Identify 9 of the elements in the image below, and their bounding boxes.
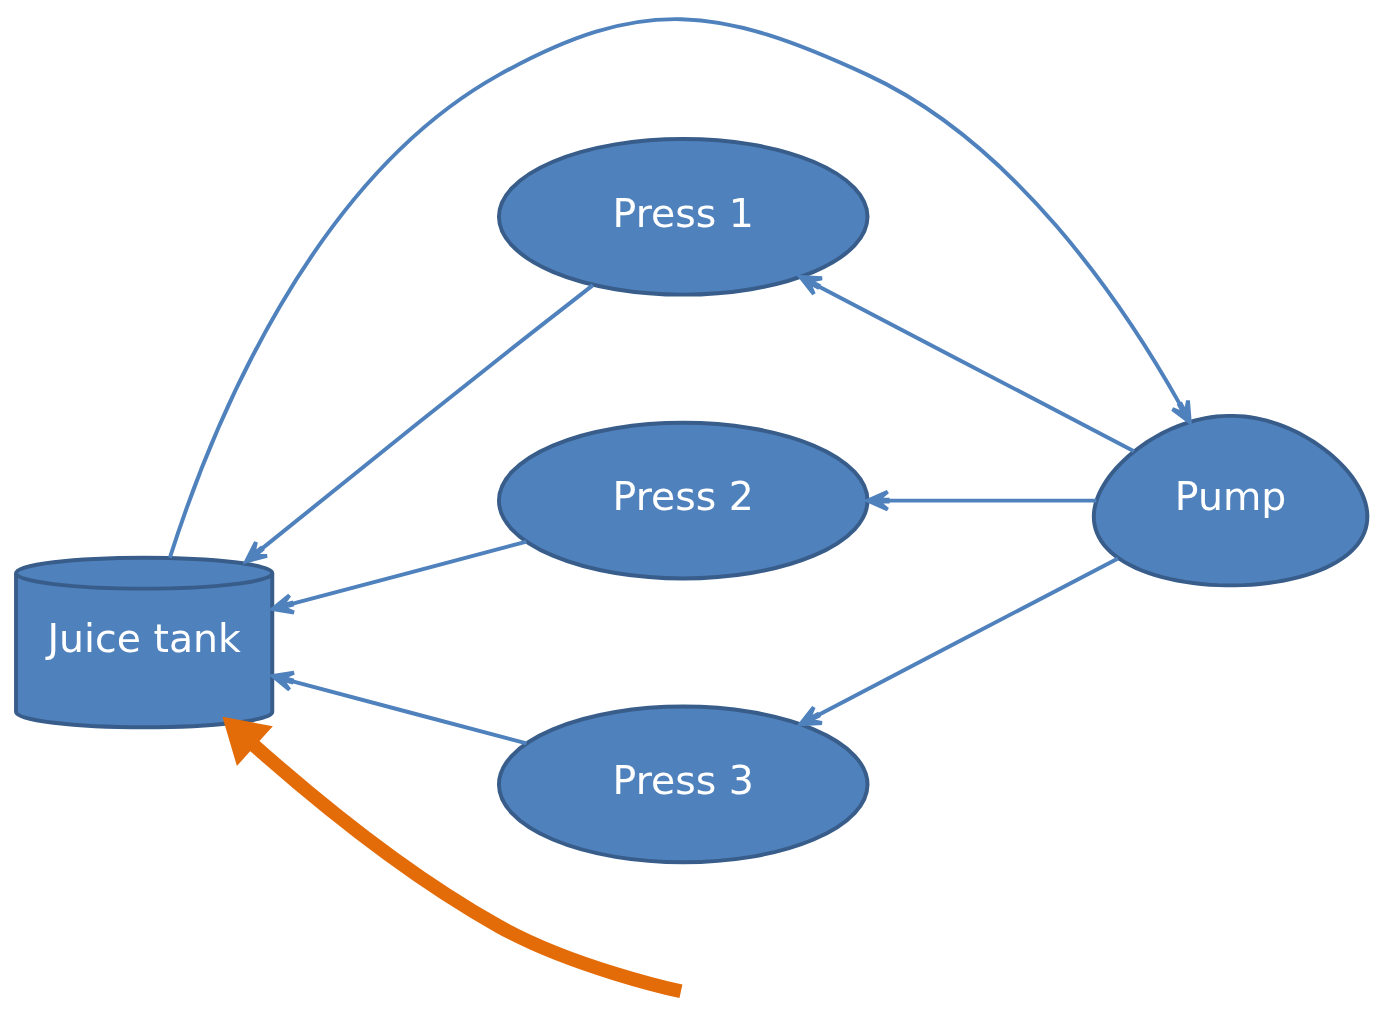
arrow xyxy=(866,489,1097,511)
arrow xyxy=(244,283,595,563)
arrow xyxy=(798,556,1119,726)
arrow xyxy=(270,539,527,614)
arrow xyxy=(168,16,1192,558)
arrow xyxy=(222,716,683,998)
arrow xyxy=(798,274,1135,453)
arrow xyxy=(270,670,527,745)
node-ellipse: Press 2 xyxy=(496,420,870,580)
